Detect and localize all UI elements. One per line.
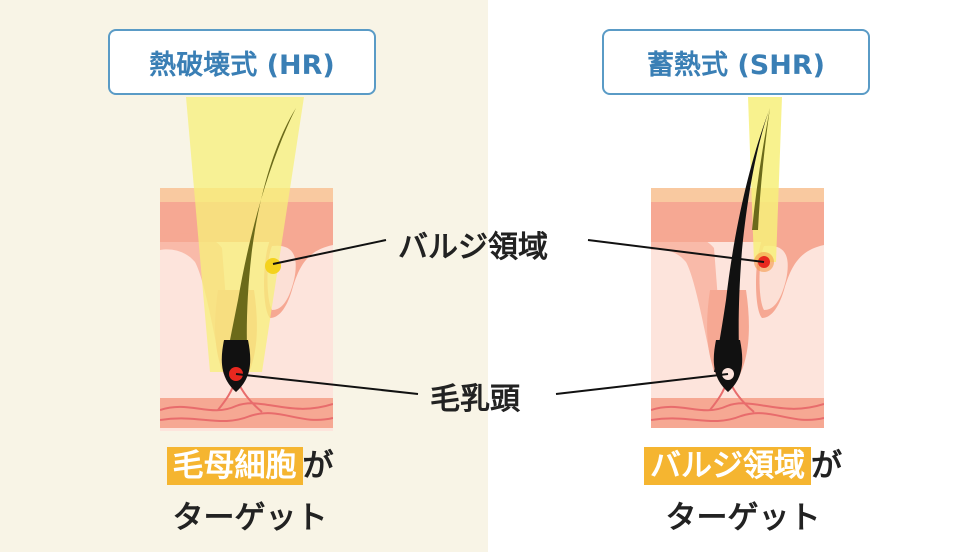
left-target-highlight: 毛母細胞 [166,447,303,485]
papilla-leader-left [235,373,419,395]
right-caption-line2: ターゲット [665,500,821,536]
right-method-title: 蓄熱式 (SHR) [602,29,870,95]
left-laser-beam [186,97,304,372]
left-hair [221,108,296,392]
bulge-region-label: バルジ領域 [398,230,548,265]
dermal-papilla-label: 毛乳頭 [430,382,520,417]
left-target-caption: 毛母細胞が ターゲット [130,440,370,544]
bulge-leader-left [272,239,387,265]
papilla-leader-right [555,373,729,395]
left-bulge-marker [265,258,281,274]
bulge-leader-right [587,239,765,263]
left-method-title: 熱破壊式 (HR) [108,29,376,95]
right-hair [713,108,770,392]
left-caption-line2: ターゲット [172,500,328,536]
left-caption-suffix: が [302,448,334,484]
right-caption-suffix: が [811,448,842,484]
right-target-caption: バルジ領域が ターゲット [608,440,878,544]
right-target-highlight: バルジ領域 [644,447,811,485]
